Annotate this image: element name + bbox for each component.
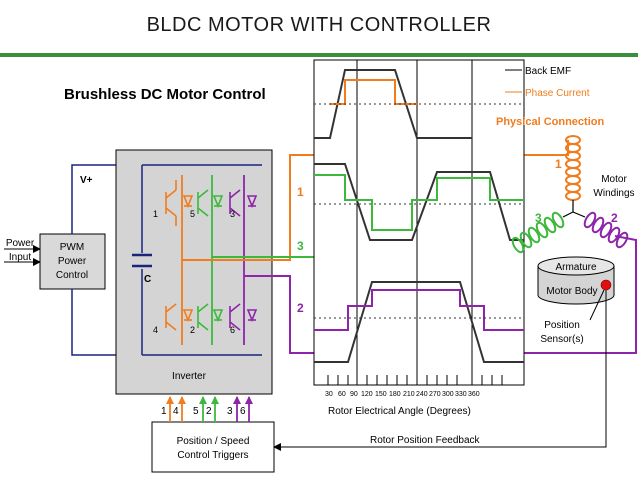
diagram-heading: Brushless DC Motor Control (64, 86, 266, 103)
feedback-label: Rotor Position Feedback (370, 435, 481, 446)
sensor-label-2: Sensor(s) (540, 334, 583, 345)
armature-label: Armature (555, 262, 597, 273)
angle-tick-210: 210 (403, 391, 415, 398)
axis-label: Rotor Electrical Angle (Degrees) (328, 406, 471, 417)
trigger-label-6: 6 (240, 406, 246, 417)
angle-tick-90: 90 (350, 391, 358, 398)
coil-phase3 (511, 211, 574, 254)
switch-4 (165, 303, 194, 331)
legend-physical-connection: Physical Connection (496, 116, 604, 128)
angle-tick-60: 60 (338, 391, 346, 398)
angle-tick-30: 30 (325, 391, 333, 398)
switch-label-3: 3 (230, 209, 235, 219)
angle-tick-180: 180 (389, 391, 401, 398)
trigger-label-2: 2 (206, 406, 212, 417)
trigger-label-5: 5 (193, 406, 199, 417)
phase-label-3: 3 (297, 239, 304, 253)
motor-body-label: Motor Body (546, 286, 597, 297)
legend-back-emf: Back EMF (525, 66, 571, 77)
legend-phase-current: Phase Current (525, 88, 590, 99)
back-emf-phase2 (314, 281, 524, 363)
coil-label-1: 1 (555, 157, 562, 171)
motor-windings-label-1: Motor (601, 174, 627, 185)
axis-ticks (327, 375, 503, 385)
motor-body (537, 256, 615, 305)
pwm-label-3: Control (56, 270, 88, 281)
vplus-label: V+ (80, 175, 93, 186)
switch-label-2: 2 (190, 325, 195, 335)
position-block-label-2: Control Triggers (177, 450, 248, 461)
inverter-label: Inverter (172, 371, 207, 382)
sensor-label-1: Position (544, 320, 580, 331)
angle-tick-240: 240 (416, 391, 428, 398)
angle-tick-330: 330 (455, 391, 467, 398)
power-input-label-1: Power (6, 238, 35, 249)
current-phase1 (330, 79, 417, 105)
feedback-wire (273, 290, 607, 451)
switch-6 (229, 303, 258, 331)
sensor-leader (589, 289, 605, 321)
coil-label-3: 3 (535, 211, 542, 225)
switch-label-4: 4 (153, 325, 158, 335)
position-block-label-1: Position / Speed (177, 436, 250, 447)
coil-phase2 (572, 211, 629, 249)
phase-label-1: 1 (297, 185, 304, 199)
pwm-label-2: Power (58, 256, 87, 267)
angle-tick-270: 270 (429, 391, 441, 398)
switch-5 (197, 189, 224, 217)
current-phase3 (314, 174, 524, 231)
title-divider (0, 53, 638, 57)
motor-windings-label-2: Windings (593, 188, 634, 199)
position-speed-block (151, 421, 275, 473)
switch-2 (197, 303, 224, 331)
phase-label-2: 2 (297, 301, 304, 315)
switch-label-6: 6 (230, 325, 235, 335)
coil-phase1 (565, 135, 581, 212)
capacitor-label: C (144, 274, 151, 285)
back-emf-phase1 (314, 69, 472, 139)
trigger-label-1: 1 (161, 406, 167, 417)
power-input-label-2: Input (9, 252, 31, 263)
angle-tick-150: 150 (375, 391, 387, 398)
switch-3 (229, 189, 258, 217)
position-sensor (600, 279, 612, 291)
angle-tick-120: 120 (361, 391, 373, 398)
slide-title: BLDC MOTOR WITH CONTROLLER (146, 14, 492, 36)
coil-label-2: 2 (611, 211, 618, 225)
back-emf-phase3 (314, 163, 524, 241)
inverter-block (115, 149, 273, 395)
trigger-label-3: 3 (227, 406, 233, 417)
angle-tick-360: 360 (468, 391, 480, 398)
angle-tick-300: 300 (442, 391, 454, 398)
pwm-block (39, 233, 106, 290)
trigger-label-4: 4 (173, 406, 179, 417)
switch-1 (165, 180, 194, 226)
switch-label-1: 1 (153, 209, 158, 219)
switch-label-5: 5 (190, 209, 195, 219)
angle-tick-labels: 30 60 90 120 150 180 210 240 270 300 330… (325, 391, 480, 398)
pwm-label-1: PWM (60, 242, 84, 253)
